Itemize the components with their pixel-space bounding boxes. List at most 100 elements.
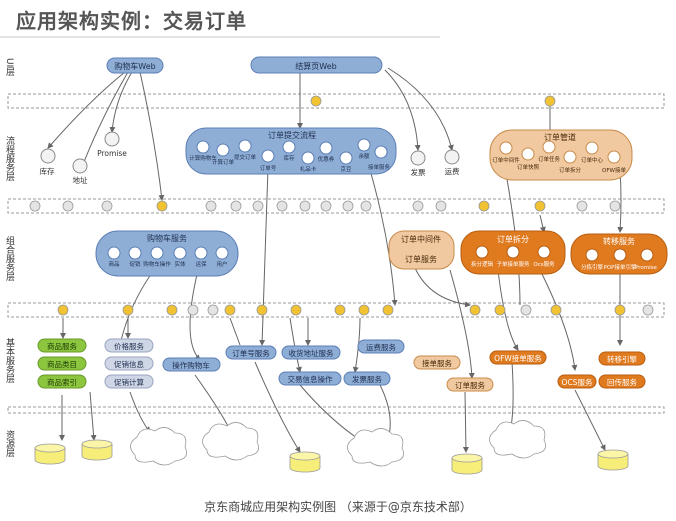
goods-category-pill bbox=[37, 356, 87, 371]
pipeline-item: 订单中心 bbox=[581, 156, 604, 164]
goods-index-label: 商品索引 bbox=[47, 377, 77, 387]
database-cylinder bbox=[81, 439, 113, 461]
database-cylinder bbox=[289, 451, 321, 473]
invoice-label: 发票 bbox=[411, 167, 426, 177]
layer-label-ui: UI层 bbox=[4, 58, 15, 77]
connector-line bbox=[229, 317, 241, 346]
receive-service-label: 接单服务 bbox=[422, 358, 452, 368]
bus-node-gold bbox=[614, 304, 626, 316]
bus-node-gold bbox=[358, 304, 370, 316]
promo-info-label: 促销信息 bbox=[114, 359, 144, 369]
database-cylinder bbox=[34, 443, 66, 465]
transfer-engine-label: 转移引擎 bbox=[607, 354, 637, 364]
database-cylinder bbox=[451, 453, 483, 475]
bus-node-gold bbox=[310, 95, 322, 107]
goods-index-pill bbox=[37, 374, 87, 389]
cart-service-container bbox=[95, 230, 239, 277]
inventory-label: 库存 bbox=[40, 166, 55, 176]
composite-layer: 购物车服务 商品 促销 购物车操作 实体 运保 用户 订单中间件 订单服务 订单… bbox=[95, 230, 668, 277]
submit-flow-item: 接单服务 bbox=[368, 163, 391, 171]
connector-line bbox=[369, 169, 398, 306]
bus-node-gold bbox=[334, 304, 346, 316]
bus-node bbox=[207, 304, 219, 316]
layer-label-composite: 组合服务层 bbox=[4, 235, 15, 282]
cloud-storage bbox=[347, 428, 405, 467]
ui-layer: 购物车Web 结算页Web bbox=[106, 56, 383, 74]
bus-node bbox=[520, 304, 532, 316]
freight-service-label: 运费服务 bbox=[366, 342, 396, 352]
connector-line bbox=[139, 71, 165, 201]
bus-node bbox=[299, 200, 311, 212]
bus-node bbox=[62, 200, 74, 212]
transfer-service-item: POP接单引擎 bbox=[604, 263, 637, 271]
receive-service-pill bbox=[413, 355, 461, 370]
bus-node bbox=[609, 200, 621, 212]
bus-node bbox=[342, 200, 354, 212]
bus-node bbox=[576, 200, 588, 212]
order-split-item: Ocs服务 bbox=[533, 260, 555, 268]
promo-calc-pill bbox=[104, 374, 154, 389]
layer-label-resource: 资源层 bbox=[4, 430, 15, 458]
cart-service-item: 促销 bbox=[129, 260, 141, 268]
bus-node bbox=[252, 200, 264, 212]
order-middleware-container bbox=[388, 230, 455, 270]
address-node bbox=[72, 158, 88, 174]
connector-line bbox=[449, 269, 475, 379]
trade-info-label: 交易信息操作 bbox=[288, 374, 333, 384]
bus-node bbox=[276, 200, 288, 212]
invoice-service-pill bbox=[343, 371, 391, 386]
database-cylinder bbox=[597, 449, 629, 471]
bus-node-gold bbox=[478, 200, 490, 212]
submit-flow-item: 计算购物车 bbox=[189, 154, 217, 162]
bus-node-gold bbox=[256, 304, 268, 316]
connector-line bbox=[539, 269, 578, 371]
cart-service-title: 购物车服务 bbox=[147, 233, 187, 243]
diagram-title: 应用架构实例：交易订单 bbox=[16, 9, 247, 33]
submit-flow-item: 库存 bbox=[283, 154, 295, 162]
submit-flow-item: 优惠券 bbox=[318, 155, 335, 163]
pipeline-title: 订单管道 bbox=[544, 132, 576, 142]
bus-node bbox=[642, 304, 654, 316]
cart-web-label: 购物车Web bbox=[114, 61, 155, 71]
cart-service-item: 用户 bbox=[216, 260, 227, 268]
pipeline-item: 订单快照 bbox=[517, 163, 540, 171]
cart-web-pill bbox=[106, 57, 164, 74]
inventory-node bbox=[40, 148, 56, 164]
goods-category-label: 商品类目 bbox=[47, 359, 77, 369]
cart-service-item: 购物车操作 bbox=[143, 260, 171, 268]
bus-band-ui bbox=[7, 93, 665, 109]
connector-lines bbox=[47, 67, 624, 453]
bus-nodes bbox=[29, 95, 654, 316]
bus-node bbox=[360, 200, 372, 212]
order-middleware-title: 订单中间件 bbox=[401, 234, 441, 244]
pipeline-item: 订单拆分 bbox=[559, 166, 582, 174]
pipeline-item: OFW接单 bbox=[602, 166, 626, 174]
cart-service-item: 实体 bbox=[174, 260, 186, 268]
order-service-label: 订单服务 bbox=[455, 380, 485, 390]
order-middleware-service: 订单服务 bbox=[405, 254, 437, 264]
connector-line bbox=[497, 269, 519, 351]
connector-line bbox=[617, 169, 624, 233]
bus-node bbox=[320, 200, 332, 212]
checkout-web-label: 结算页Web bbox=[295, 61, 336, 71]
bus-node bbox=[29, 200, 41, 212]
goods-service-label: 商品服务 bbox=[47, 341, 77, 351]
connector-line bbox=[508, 361, 515, 433]
bus-node-gold bbox=[382, 304, 394, 316]
goods-service-pill bbox=[37, 338, 87, 353]
basic-layer: 商品服务 商品类目 商品索引 价格服务 促销信息 促销计算 操作购物车 订单号服… bbox=[37, 338, 646, 392]
bus-band-composite bbox=[7, 302, 665, 318]
transfer-engine-pill bbox=[598, 351, 646, 366]
invoice-node bbox=[410, 150, 426, 166]
order-no-label: 订单号服务 bbox=[232, 348, 270, 358]
order-split-item: 子单接单服务 bbox=[496, 260, 530, 268]
promise-node bbox=[104, 131, 120, 147]
connector-line bbox=[259, 167, 269, 346]
bus-band-process bbox=[7, 198, 665, 214]
submit-flow-title: 订单提交流程 bbox=[268, 130, 316, 140]
submit-flow-item: 礼品卡 bbox=[300, 165, 317, 173]
connector-line bbox=[109, 71, 133, 133]
connector-line bbox=[414, 267, 471, 308]
bus-node bbox=[435, 200, 447, 212]
resource-layer bbox=[34, 420, 629, 475]
